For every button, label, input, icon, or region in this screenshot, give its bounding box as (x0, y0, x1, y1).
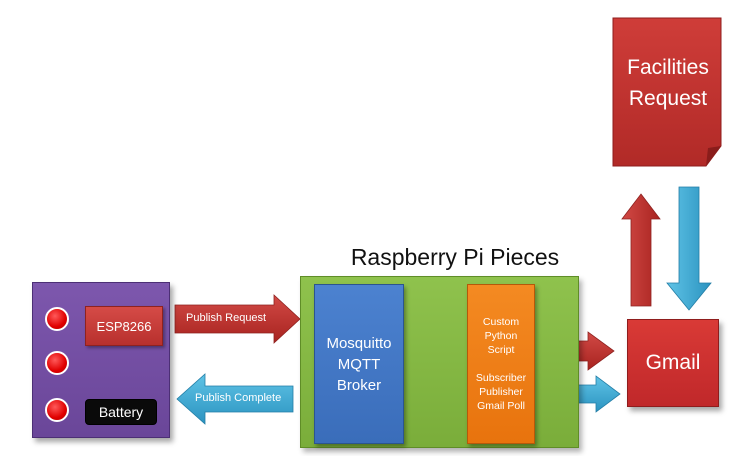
led-indicator-3 (45, 398, 69, 422)
led-indicator-1 (45, 307, 69, 331)
publish-request-label: Publish Request (186, 312, 267, 324)
device-panel: ESP8266 Battery (32, 282, 170, 438)
facilities-line-2: Request (628, 87, 708, 110)
facilities-request-label: Facilities Request (612, 52, 724, 114)
broker-line-2: MQTT (337, 355, 381, 373)
facilities-line-1: Facilities (627, 56, 709, 79)
facilities-to-gmail-arrow (666, 186, 712, 311)
script-line-2: Python (484, 330, 518, 342)
gmail-to-facilities-arrow (621, 193, 661, 307)
broker-line-3: Broker (336, 376, 382, 394)
publish-complete-label: Publish Complete (195, 392, 282, 404)
led-indicator-2 (45, 351, 69, 375)
script-line-3: Script (487, 344, 515, 356)
battery-box: Battery (85, 399, 157, 425)
esp8266-box: ESP8266 (85, 306, 163, 346)
script-line-6: Gmail Poll (477, 400, 525, 412)
raspberry-pi-title: Raspberry Pi Pieces (350, 244, 560, 270)
mosquitto-broker-box: Mosquitto MQTT Broker (314, 284, 404, 444)
script-line-4: Subscriber (475, 372, 527, 384)
script-line-1: Custom (482, 316, 520, 328)
gmail-box: Gmail (627, 319, 719, 407)
python-script-box: Custom Python Script Subscriber Publishe… (467, 284, 535, 444)
script-line-5: Publisher (479, 386, 523, 398)
facilities-page-curl (706, 146, 721, 166)
broker-line-1: Mosquitto (326, 334, 392, 352)
